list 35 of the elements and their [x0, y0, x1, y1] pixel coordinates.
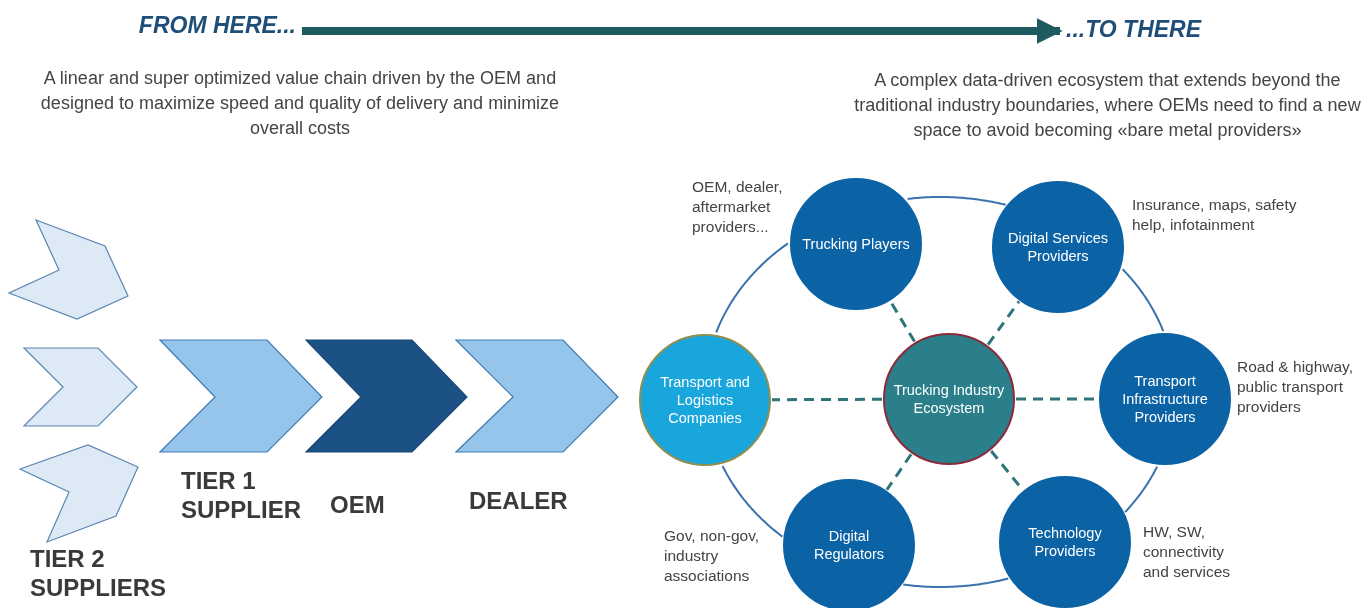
- annotation-text: Insurance, maps, safety help, infotainment: [1132, 195, 1298, 235]
- heading-text: ...TO THERE: [1066, 16, 1226, 43]
- ring-arc: [1121, 268, 1165, 333]
- chevron-shape: [454, 338, 620, 454]
- dashed-connector: [885, 453, 913, 491]
- heading-text: FROM HERE...: [100, 12, 296, 39]
- dashed-connector: [986, 300, 1021, 346]
- ring-arc: [715, 242, 789, 334]
- chevron-shape: [18, 443, 140, 544]
- ring-arc: [906, 196, 1007, 206]
- annotation-text: HW, SW, connectivity and services: [1143, 522, 1231, 582]
- stage-label: TIER 1 SUPPLIER: [181, 466, 303, 524]
- annotation-text: Gov, non-gov, industry associations: [664, 526, 761, 586]
- circle-label: Digital Services Providers: [1007, 229, 1109, 265]
- stage-label: DEALER: [469, 486, 569, 515]
- chevron-shape: [22, 346, 139, 428]
- chevron-shape: [304, 338, 469, 454]
- circle-label: Trucking Industry Ecosystem: [893, 381, 1005, 417]
- ring-arc: [721, 465, 784, 538]
- stage-label: TIER 2 SUPPLIERS: [30, 544, 168, 602]
- dashed-connector: [889, 300, 916, 343]
- description-text: A complex data-driven ecosystem that extends beyond the traditional industry boundaries, where OEMs need to find a new space to avoid becoming «bare metal providers»: [853, 69, 1362, 142]
- circle-label: Trucking Players: [801, 235, 911, 253]
- ring-arc: [902, 577, 1010, 588]
- circle-label: Digital Regulators: [812, 527, 886, 563]
- chevron-shape: [158, 338, 324, 454]
- ring-arc: [1124, 465, 1159, 514]
- dashed-connector: [772, 397, 882, 402]
- description-text: A linear and super optimized value chain driven by the OEM and designed to maximize speed and quality of delivery and minimize overall costs: [40, 67, 560, 140]
- circle-label: Transport Infrastructure Providers: [1121, 372, 1209, 426]
- circle-label: Technology Providers: [1027, 524, 1103, 560]
- chevron-shape: [7, 218, 130, 321]
- annotation-text: Road & highway, public transport providers: [1237, 357, 1355, 417]
- annotation-text: OEM, dealer, aftermarket providers...: [692, 177, 784, 237]
- circle-label: Transport and Logistics Companies: [659, 373, 751, 427]
